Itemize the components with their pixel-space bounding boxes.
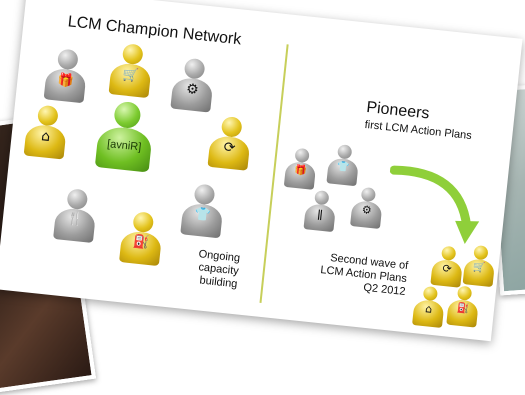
refresh-icon: ⟳ [222,139,237,157]
gift-icon: 🎁 [56,72,75,90]
slide-card: LCM Champion Network 🎁 🛒 ⚙ ⌂ [avniR] ⟳ 👕 [23,13,497,329]
pioneer-person-gift: 🎁 [283,147,318,190]
fuel-pump-icon: ⛽ [132,234,150,251]
green-person-center [94,99,156,173]
cart-icon: 🛒 [121,67,140,84]
grey-person-shirt: 👕 [180,182,225,239]
grey-person-utensils: 🍴 [53,187,98,244]
house-icon: ⌂ [424,302,433,316]
left-section-title: LCM Champion Network [66,13,243,49]
gold-person-house: ⌂ [23,104,69,160]
fuel-pump-icon: ⛽ [456,302,470,315]
gift-icon: 🎁 [293,164,308,177]
refresh-icon: ⟳ [441,261,453,276]
grey-person-gears: ⚙ [170,57,215,113]
pioneer-person-shirt: 👕 [326,143,360,187]
second-wave-caption: Second wave of LCM Action Plans Q2 2012 [309,250,409,299]
gears-icon: ⚙ [361,203,373,217]
shirt-icon: 👕 [336,161,350,174]
shirt-icon: 👕 [193,206,212,224]
gold-person-fuel: ⛽ [118,210,164,267]
second-wave-person-fuel: ⛽ [446,285,480,328]
house-icon: ⌂ [40,128,51,145]
tie-icon: ǁ [316,207,324,221]
second-wave-person-refresh: ⟳ [430,245,464,288]
second-wave-person-cart: 🛒 [462,244,497,288]
gears-icon: ⚙ [185,81,200,99]
utensils-icon: 🍴 [66,211,85,228]
gold-person-refresh: ⟳ [207,115,252,171]
pioneer-person-tie: ǁ [303,189,337,233]
cart-icon: 🛒 [472,261,487,275]
ongoing-caption: Ongoing capacity building [181,247,241,292]
learnings-arrow [389,165,480,244]
gold-person-cart: 🛒 [108,42,154,99]
pioneer-person-gears: ⚙ [350,186,384,229]
second-wave-person-house: ⌂ [412,285,446,329]
grey-person-gift: 🎁 [43,47,89,104]
